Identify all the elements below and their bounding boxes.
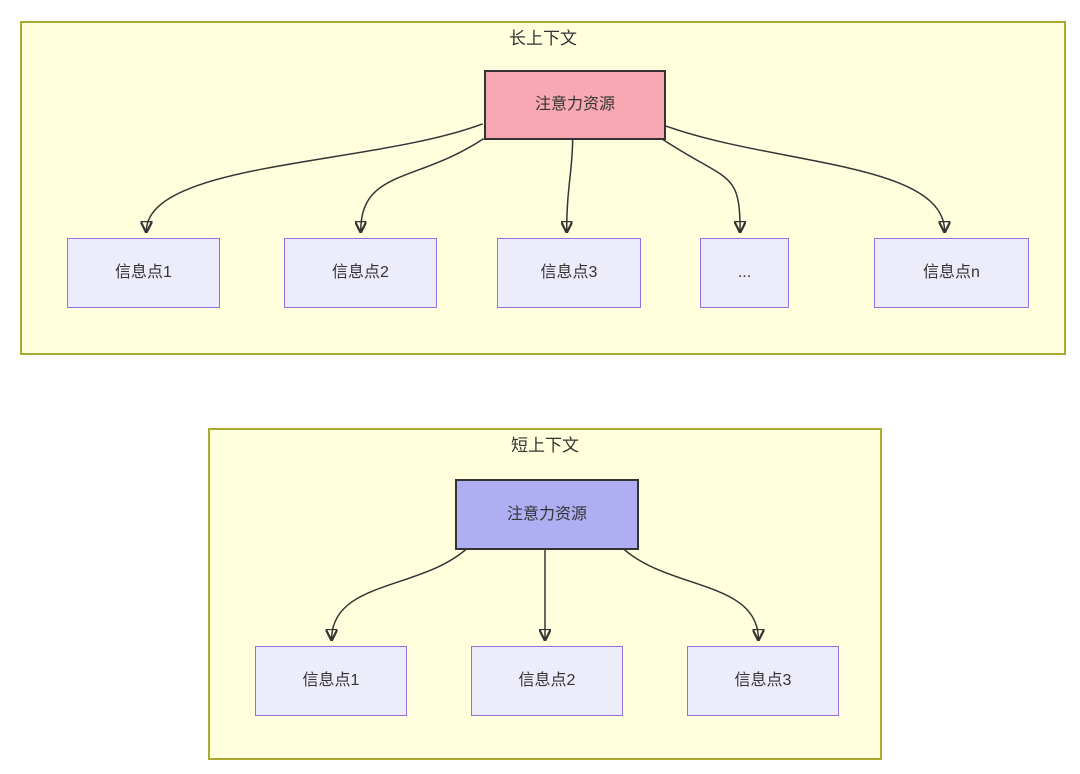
short-context-container: 短上下文 注意力资源 信息点1 信息点2 信息点3 xyxy=(208,428,882,760)
edge-attention-to-ellipsis xyxy=(661,137,741,232)
info-point-node-1: 信息点1 xyxy=(67,238,220,308)
info-point-label: 信息点1 xyxy=(302,672,360,689)
attention-resource-label: 注意力资源 xyxy=(534,96,615,113)
info-point-label: 信息点2 xyxy=(518,672,576,689)
info-point-label: 信息点3 xyxy=(734,672,792,689)
info-point-node-3: 信息点3 xyxy=(497,238,641,308)
info-point-label: ... xyxy=(737,264,752,281)
attention-resource-label: 注意力资源 xyxy=(506,505,587,523)
info-point-node-2: 信息点2 xyxy=(471,646,623,716)
info-point-label: 信息点2 xyxy=(332,264,389,281)
edge-attention-to-infon xyxy=(662,124,945,232)
info-point-label: 信息点3 xyxy=(540,264,598,281)
edge-attention-to-info3 xyxy=(621,547,758,640)
edge-attention-to-info3 xyxy=(567,138,574,232)
info-point-node-2: 信息点2 xyxy=(284,238,437,308)
info-point-label: 信息点1 xyxy=(115,264,172,281)
long-context-container: 长上下文 注意力资源 信息点1 信息点2 信息点3 ... 信息点n xyxy=(20,21,1066,355)
edge-attention-to-info1 xyxy=(146,123,483,232)
info-point-label: 信息点n xyxy=(923,264,980,281)
info-point-node-3: 信息点3 xyxy=(687,646,839,716)
short-context-title: 短上下文 xyxy=(511,436,579,455)
info-point-node-1: 信息点1 xyxy=(255,646,407,716)
attention-resource-node-short: 注意力资源 xyxy=(455,479,639,550)
edge-attention-to-info2 xyxy=(361,137,485,232)
info-point-node-n: 信息点n xyxy=(874,238,1029,308)
attention-resource-node-long: 注意力资源 xyxy=(484,70,666,140)
edge-attention-to-info1 xyxy=(332,547,469,640)
long-context-title: 长上下文 xyxy=(509,29,577,48)
info-point-node-ellipsis: ... xyxy=(700,238,789,308)
